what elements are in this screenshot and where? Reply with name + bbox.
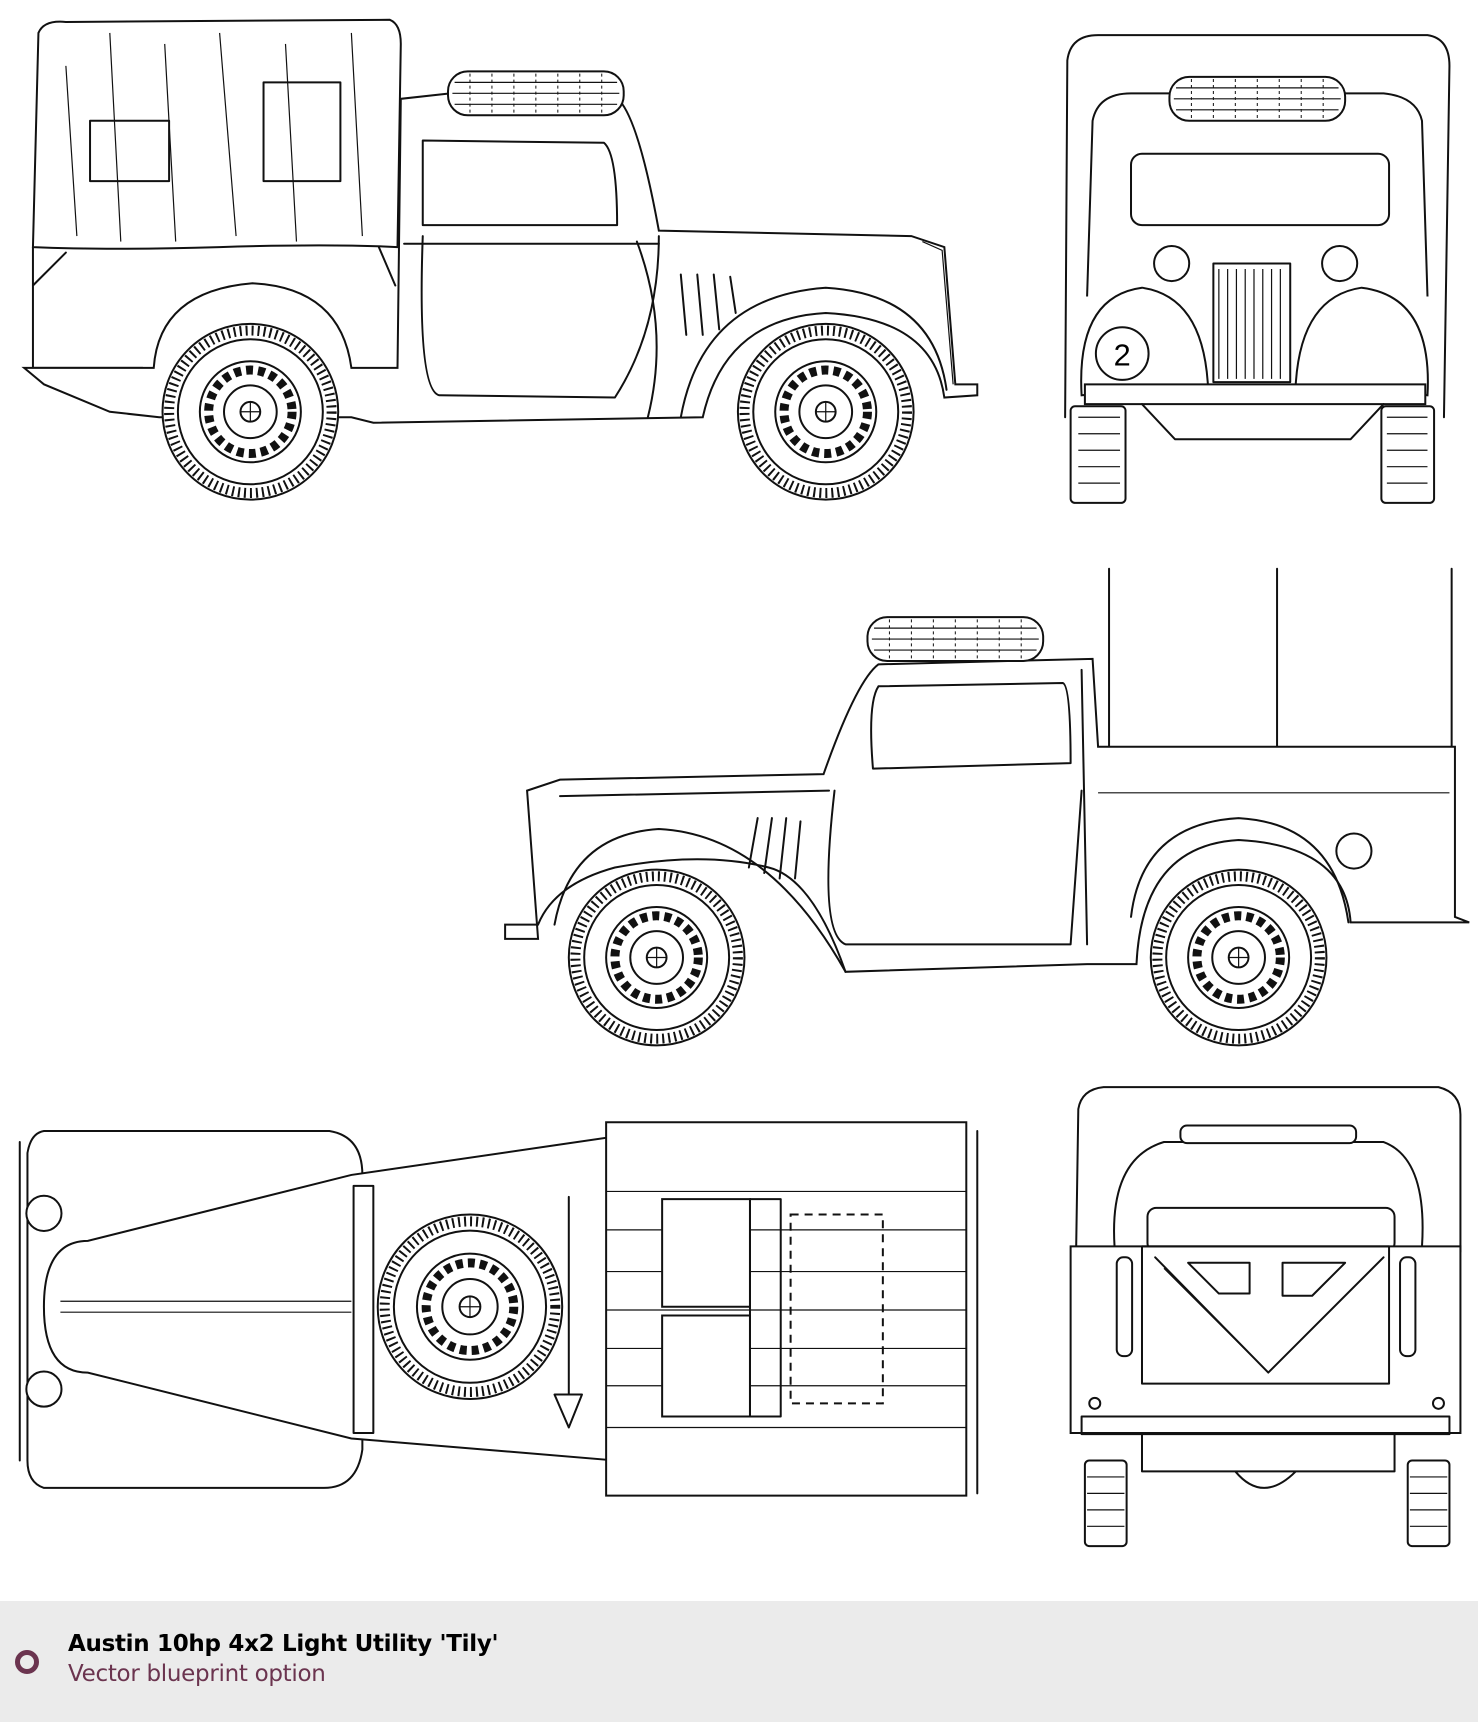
front-plate-number: 2 — [1114, 338, 1131, 373]
side-view-canopy — [24, 20, 977, 500]
front-view: 2 — [1065, 35, 1449, 503]
top-view — [20, 1122, 978, 1495]
side-view-open — [505, 569, 1469, 1046]
rear-view — [1071, 1087, 1461, 1546]
ring-bullet-icon — [15, 1650, 39, 1674]
caption-subtitle: Vector blueprint option — [68, 1661, 326, 1687]
canopy — [33, 20, 401, 249]
vehicle-blueprint: 2 — [0, 0, 1478, 1601]
caption-bar: Austin 10hp 4x2 Light Utility 'Tily' Vec… — [0, 1601, 1478, 1722]
caption-title: Austin 10hp 4x2 Light Utility 'Tily' — [68, 1631, 499, 1657]
